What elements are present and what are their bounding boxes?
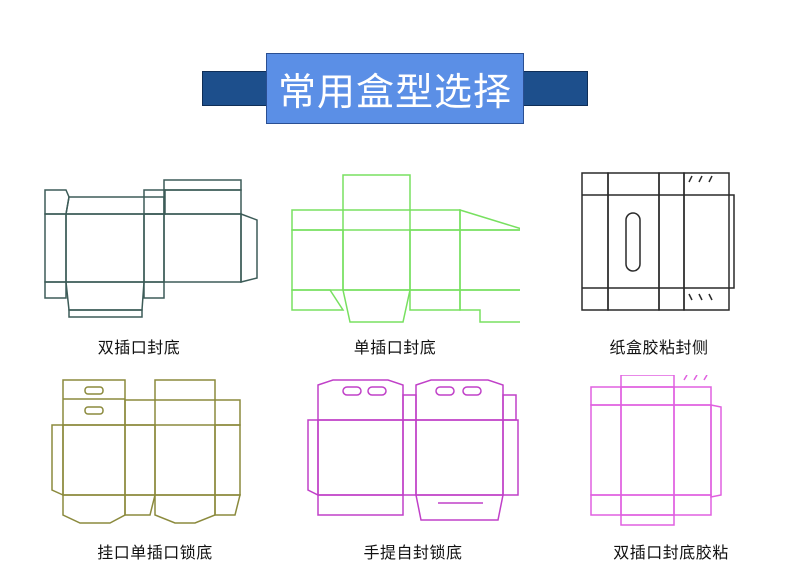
box-type-label: 单插口封底 [353, 338, 437, 357]
title-section: 常用盒型选择 [0, 0, 790, 140]
box-diagram-glued-side [581, 172, 735, 311]
box-type-card-double-tuck-end: 双插口封底 [14, 170, 264, 380]
page-title: 常用盒型选择 [266, 53, 524, 124]
box-type-card-hanging-lock-bottom: 挂口单插口锁底 [30, 375, 280, 585]
box-type-card-handle-self-lock: 手提自封锁底 [288, 375, 538, 585]
box-type-label: 挂口单插口锁底 [97, 543, 213, 562]
box-type-label: 双插口封底胶粘 [613, 543, 729, 562]
box-type-label: 纸盒胶粘封侧 [609, 338, 709, 357]
box-diagram-handle-self-lock [307, 379, 519, 521]
box-type-label: 双插口封底 [97, 338, 181, 357]
box-type-card-single-tuck-end: 单插口封底 [270, 170, 520, 380]
box-diagram-single-tuck-end [291, 174, 520, 323]
box-type-card-double-tuck-glued: 双插口封底胶粘 [546, 375, 790, 585]
box-diagram-double-tuck-glued [590, 375, 722, 526]
box-diagram-double-tuck-end [44, 179, 258, 318]
box-diagram-hanging-lock-bottom [51, 379, 241, 524]
box-type-label: 手提自封锁底 [363, 543, 463, 562]
box-type-card-glued-side: 纸盒胶粘封侧 [534, 170, 784, 380]
